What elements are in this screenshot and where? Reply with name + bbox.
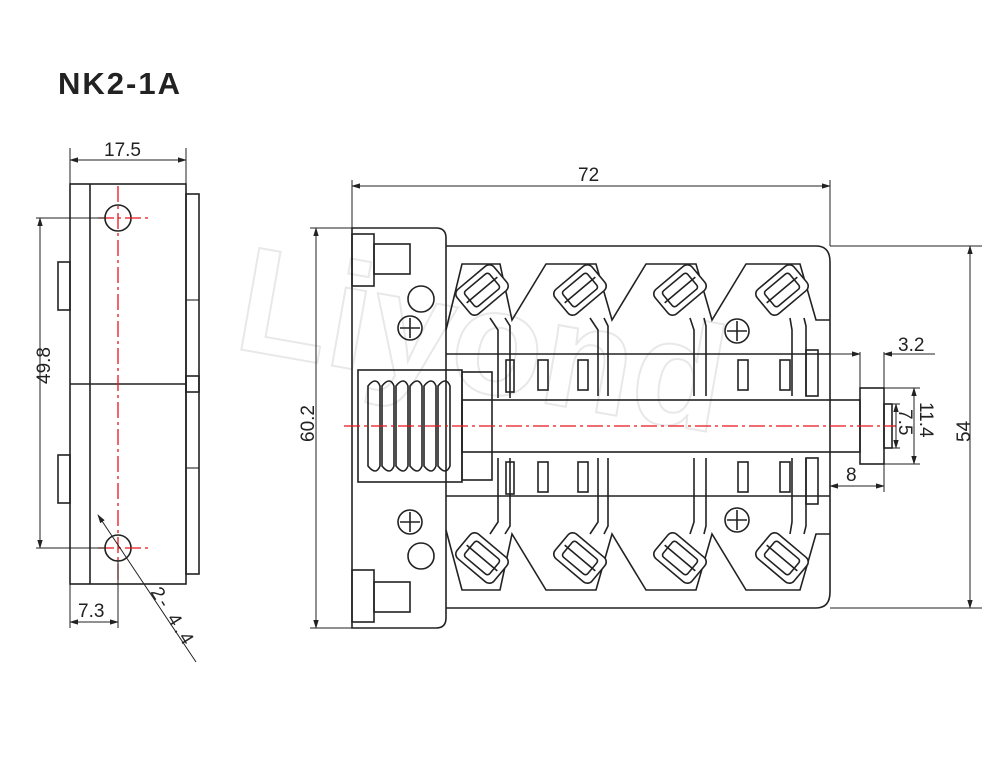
- dim-overall-height: 60.2: [298, 405, 319, 442]
- spring-icon: [367, 380, 451, 472]
- dim-shaft-outer: 11.4: [915, 402, 936, 438]
- screw-icon: [397, 509, 423, 535]
- terminal-bottom-4: [754, 531, 810, 585]
- contacts-lower: [489, 457, 819, 535]
- screw-icon: [397, 315, 423, 341]
- dim-side-width: 17.5: [104, 140, 141, 161]
- terminal-bottom-2: [552, 531, 608, 585]
- dim-shaft-flat: 3.2: [898, 335, 924, 356]
- side-view: 17.5 49.8 7.3 2- 4.4: [34, 140, 200, 663]
- terminal-bottom-1: [454, 531, 510, 585]
- dim-shaft-length: 8: [846, 465, 857, 486]
- terminal-top-2: [552, 263, 608, 317]
- contacts-upper: [489, 317, 819, 398]
- dim-overall-length: 72: [578, 165, 599, 186]
- screw-icon: [724, 318, 750, 344]
- dim-side-height: 49.8: [34, 347, 55, 384]
- terminal-top-4: [754, 263, 810, 317]
- front-view: 72 60.2 54 3.2 11.4 7.5 8: [298, 165, 982, 629]
- dim-body-height: 54: [954, 420, 975, 442]
- model-title: NK2-1A: [58, 66, 182, 101]
- terminal-bottom-3: [652, 531, 708, 585]
- terminal-top-3: [652, 263, 708, 317]
- dim-shaft-inner: 7.5: [894, 409, 915, 435]
- dim-side-offset: 7.3: [78, 601, 104, 622]
- screw-icon: [724, 507, 750, 533]
- terminal-top-1: [454, 263, 510, 317]
- dim-hole-spec: 2- 4.4: [146, 584, 199, 652]
